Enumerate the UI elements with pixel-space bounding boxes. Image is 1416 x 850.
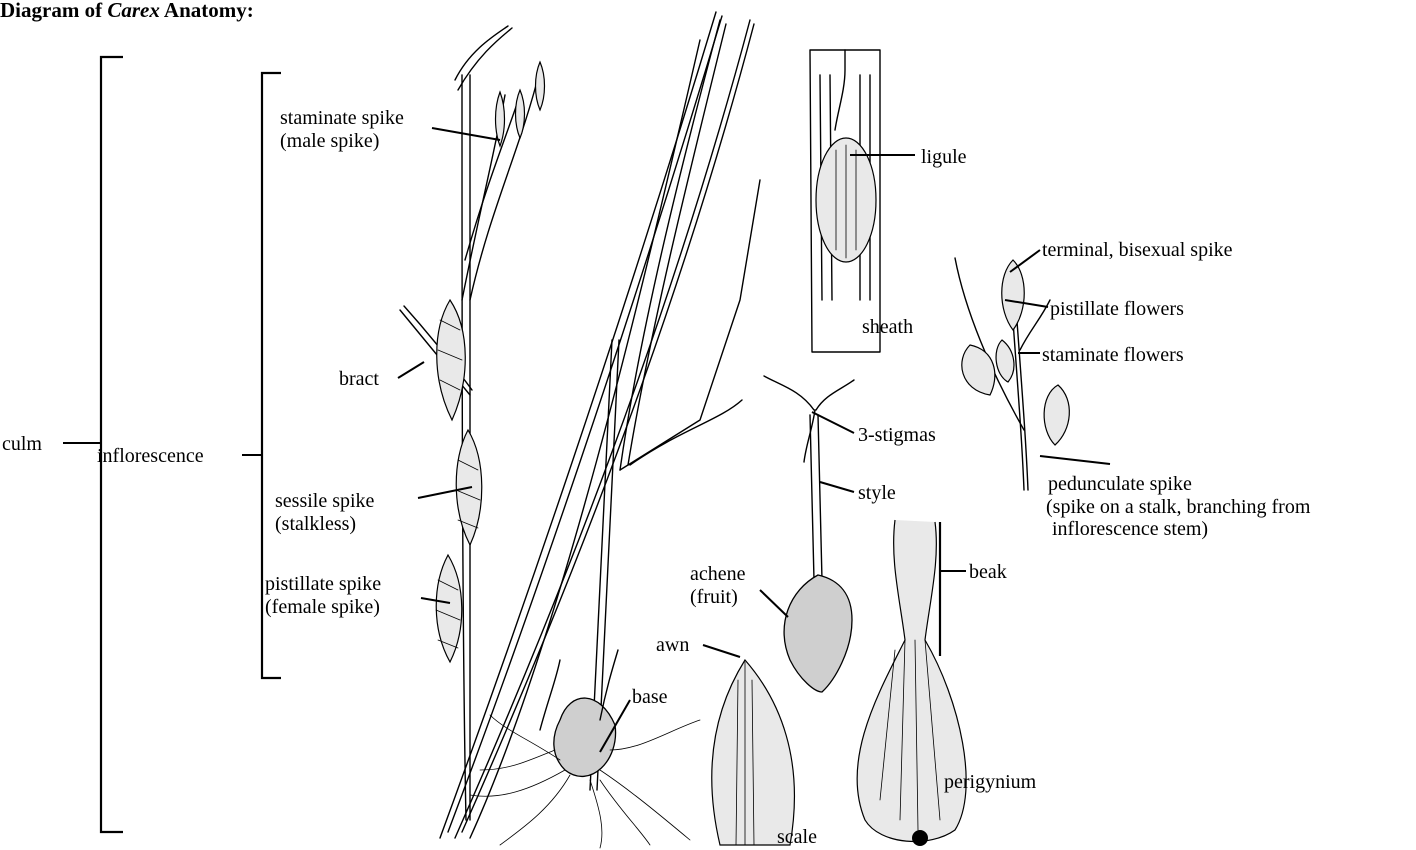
- diagram-title: Diagram of Carex Anatomy:: [0, 0, 254, 22]
- label-pistillate-spike-alt: (female spike): [265, 596, 380, 618]
- label-staminate-spike-alt: (male spike): [280, 130, 379, 152]
- label-beak: beak: [969, 561, 1007, 583]
- label-perigynium: perigynium: [944, 771, 1037, 793]
- title-genus: Carex: [107, 0, 160, 22]
- label-sessile-spike-alt: (stalkless): [275, 513, 356, 535]
- label-bract: bract: [339, 368, 379, 390]
- inflorescence-detail-illustration: [955, 258, 1069, 490]
- label-inflorescence: inflorescence: [97, 445, 204, 467]
- label-sheath: sheath: [862, 316, 913, 338]
- label-awn: awn: [656, 634, 689, 656]
- label-scale: scale: [777, 826, 817, 848]
- label-stigmas: 3-stigmas: [858, 424, 936, 446]
- label-ligule: ligule: [921, 146, 967, 168]
- perigynium-illustration: [857, 520, 966, 846]
- label-staminate-spike: staminate spike: [280, 107, 404, 129]
- label-pedunculate-spike-desc: (spike on a stalk, branching from: [1046, 496, 1311, 518]
- achene-pistil-illustration: [764, 376, 854, 692]
- label-terminal-bisexual-spike: terminal, bisexual spike: [1042, 239, 1233, 261]
- title-suffix: Anatomy:: [160, 0, 254, 22]
- label-pedunculate-spike: pedunculate spike: [1048, 473, 1192, 495]
- label-achene: achene: [690, 563, 746, 585]
- label-base: base: [632, 686, 668, 708]
- label-pistillate-flowers: pistillate flowers: [1050, 298, 1184, 320]
- label-culm: culm: [2, 433, 42, 455]
- label-sessile-spike: sessile spike: [275, 490, 375, 512]
- ligule-sheath-illustration: [810, 50, 880, 352]
- label-staminate-flowers: staminate flowers: [1042, 344, 1184, 366]
- label-style: style: [858, 482, 896, 504]
- scale-illustration: [712, 660, 795, 845]
- beak-bracket: [940, 522, 966, 656]
- label-pistillate-spike: pistillate spike: [265, 573, 381, 595]
- title-prefix: Diagram of: [0, 0, 107, 22]
- label-pedunculate-spike-desc-cont: inflorescence stem): [1052, 518, 1208, 540]
- carex-plant-illustration: [400, 12, 760, 848]
- label-achene-fruit: (fruit): [690, 586, 738, 608]
